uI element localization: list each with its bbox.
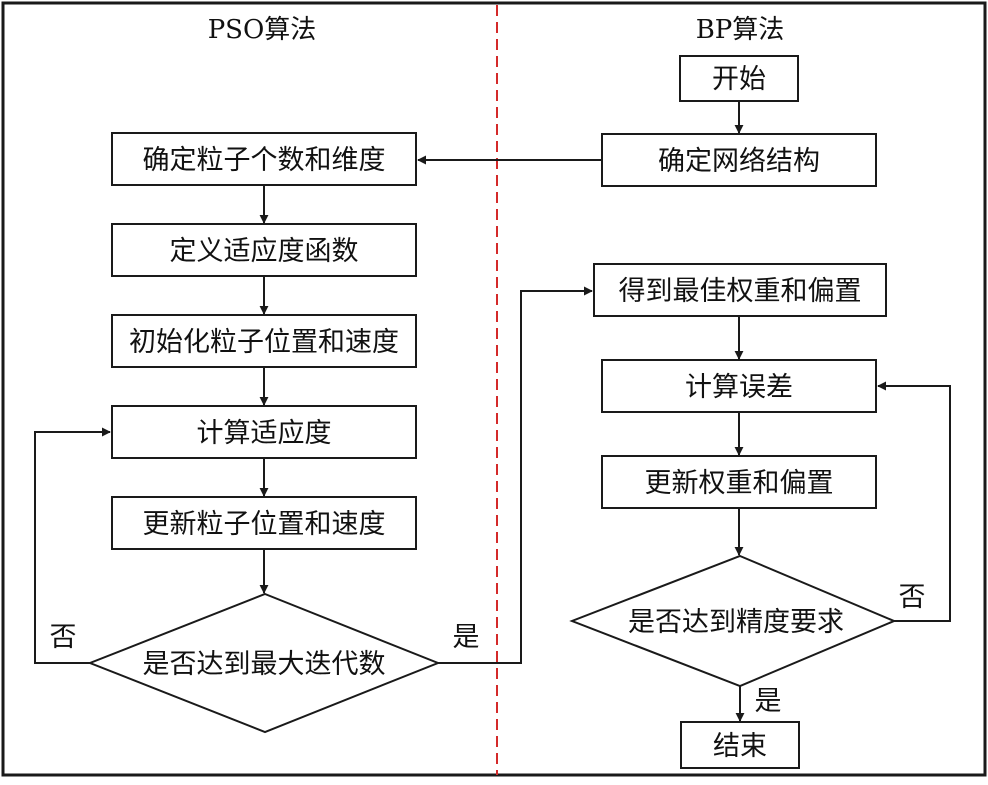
- init-particles-box: [111, 314, 417, 368]
- update-weights-box: [601, 455, 877, 509]
- define-particles-box: [111, 132, 417, 186]
- pso-panel-title: PSO算法: [208, 15, 317, 45]
- edge-max-iter-no-loop: [34, 427, 111, 664]
- bp-panel-title: BP算法: [696, 15, 785, 45]
- best-weights-box: [593, 263, 887, 317]
- precision-check-label: 是否达到精度要求: [628, 607, 844, 638]
- end-label: 结束: [713, 731, 767, 762]
- define-particles-label: 确定粒子个数和维度: [143, 145, 386, 176]
- update-particles-label: 更新粒子位置和速度: [143, 509, 386, 540]
- compute-fitness-label: 计算适应度: [197, 418, 332, 449]
- define-fitness-fn-label: 定义适应度函数: [170, 236, 359, 267]
- init-particles-label: 初始化粒子位置和速度: [129, 327, 399, 358]
- precision-yes-label: 是: [755, 686, 782, 717]
- define-fitness-fn-box: [111, 223, 417, 277]
- max-iter-yes-label: 是: [453, 622, 480, 653]
- compute-error-label: 计算误差: [685, 372, 793, 403]
- max-iter-check-label: 是否达到最大迭代数: [143, 649, 386, 680]
- edge-max-iter-yes: [438, 286, 593, 664]
- start-box: [679, 55, 799, 102]
- update-weights-label: 更新权重和偏置: [645, 468, 834, 499]
- define-network-box: [601, 133, 877, 187]
- edge-precision-no-loop: [877, 381, 951, 622]
- update-particles-box: [111, 496, 417, 550]
- start-label: 开始: [712, 64, 766, 95]
- end-box: [680, 721, 800, 769]
- compute-fitness-box: [111, 405, 417, 459]
- define-network-label: 确定网络结构: [658, 146, 820, 177]
- best-weights-label: 得到最佳权重和偏置: [619, 276, 862, 307]
- precision-no-label: 否: [899, 582, 926, 613]
- max-iter-no-label: 否: [50, 622, 77, 653]
- compute-error-box: [601, 359, 877, 413]
- max-iter-check-diamond: [87, 592, 441, 734]
